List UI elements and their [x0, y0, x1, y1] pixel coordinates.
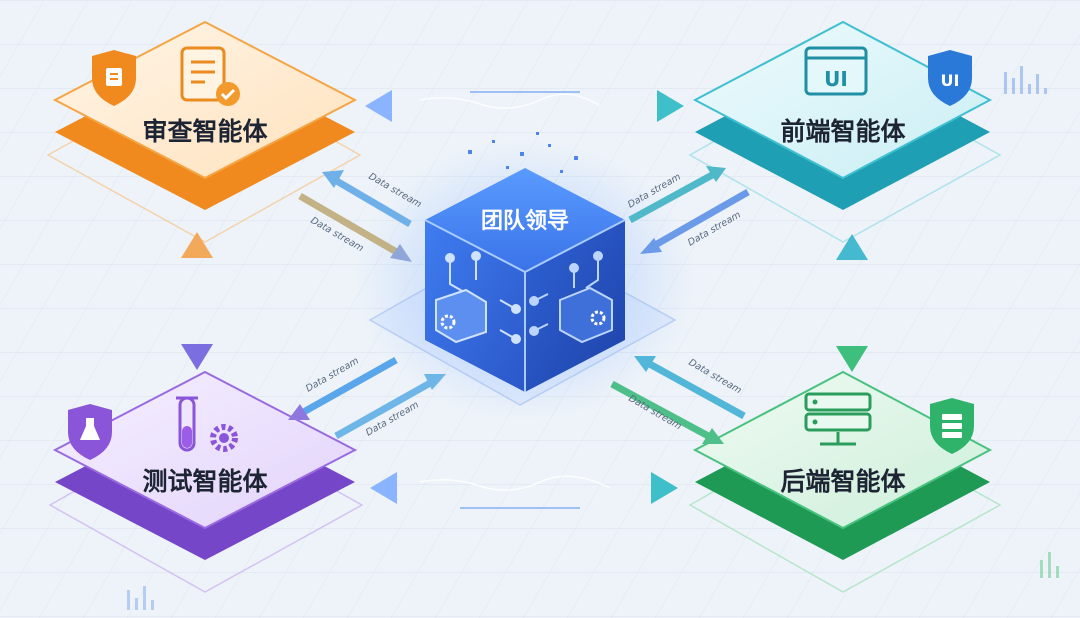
- ui-window-icon-text: UI: [824, 67, 848, 91]
- node-backend-label: 后端智能体: [780, 467, 906, 496]
- node-testing-label: 测试智能体: [142, 467, 268, 496]
- hub-label: 团队领导: [481, 208, 569, 234]
- node-frontend-label: 前端智能体: [780, 117, 906, 146]
- ui-shield-icon-text: UI: [941, 71, 960, 90]
- node-review-label: 审查智能体: [142, 117, 268, 146]
- ui-window-icon: UI: [806, 48, 866, 94]
